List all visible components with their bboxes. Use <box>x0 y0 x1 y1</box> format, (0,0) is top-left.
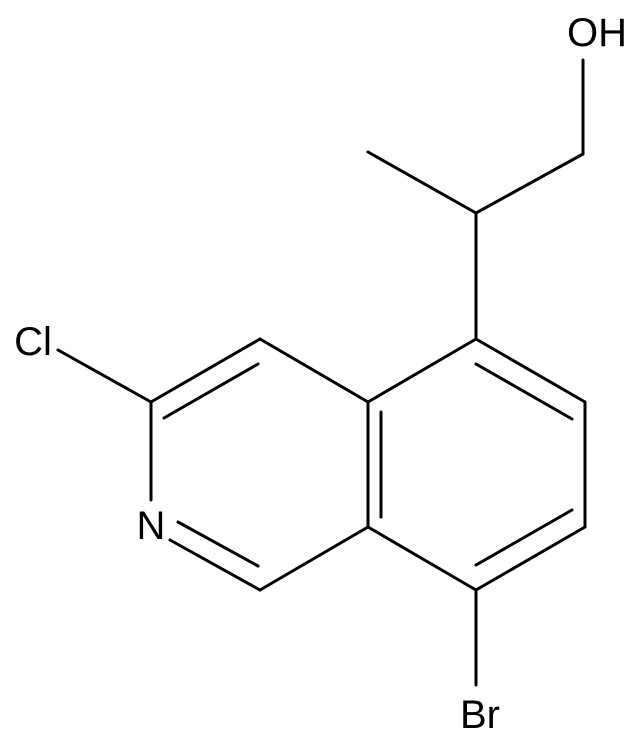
nitrogen-label: N <box>137 504 166 548</box>
bond-ch-methyl <box>366 150 478 215</box>
bond-c7-c8 <box>474 525 587 592</box>
bond-c5-c6-inner <box>474 362 574 421</box>
bond-c3-cl <box>56 348 153 404</box>
bond-layer <box>56 58 587 687</box>
bond-c4-c3 <box>149 337 262 404</box>
bond-c8-c8a <box>366 525 478 592</box>
bromine-label: Br <box>460 693 500 737</box>
bond-c5-c6 <box>474 337 587 404</box>
bond-ch-ch2 <box>474 152 585 215</box>
bond-n-c1-inner <box>176 520 260 568</box>
bond-c1-c8a <box>258 525 370 592</box>
atom-labels: OH Cl N Br <box>14 11 627 737</box>
chlorine-label: Cl <box>14 320 52 364</box>
bond-n-c1 <box>168 538 262 592</box>
bond-c4a-c4 <box>258 337 370 404</box>
hydroxyl-label: OH <box>567 11 627 55</box>
bond-c7-c8-inner <box>474 508 574 567</box>
bond-c4-c3-inner <box>162 362 260 420</box>
bond-c4a-c5 <box>366 337 478 404</box>
